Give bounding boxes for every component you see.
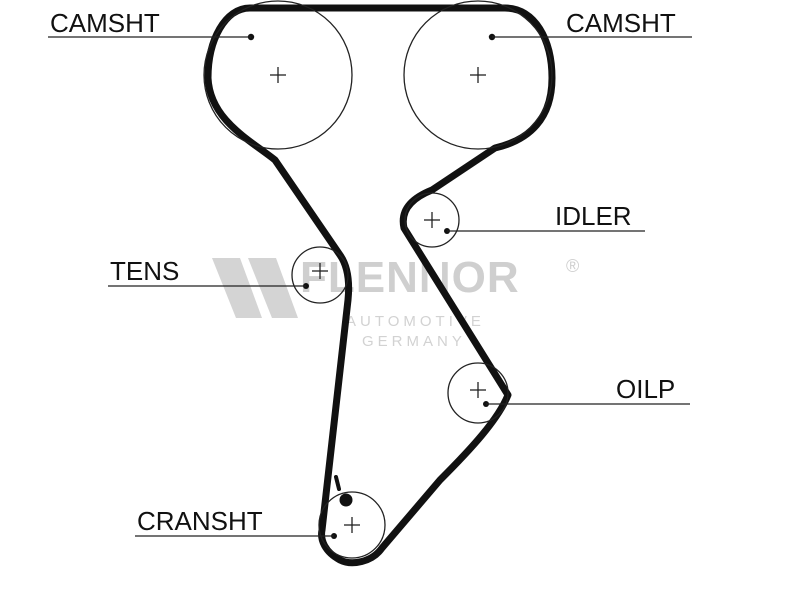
crankshaft-pulley (318, 475, 386, 559)
watermark-logo-mark (212, 258, 298, 318)
watermark-line-1: AUTOMOTIVE (346, 313, 485, 330)
label-idler: IDLER (555, 201, 632, 231)
timing-belt (204, 4, 556, 567)
crankshaft-reference-mark (334, 475, 341, 491)
idler-pulley (404, 192, 460, 248)
label-oil-pump: OILP (616, 374, 675, 404)
label-camshaft-left: CAMSHT (50, 8, 160, 38)
watermark-line-2: GERMANY (362, 333, 466, 350)
crankshaft-timing-mark (339, 493, 353, 507)
watermark-brand: FLENNOR (300, 253, 520, 302)
watermark-registered-mark: ® (566, 256, 579, 276)
leader-lines (48, 36, 692, 537)
label-camshaft-right: CAMSHT (566, 8, 676, 38)
oil-pump-pulley (447, 362, 509, 424)
camshaft-pulley-right (403, 0, 553, 150)
label-tensioner: TENS (110, 256, 179, 286)
label-crankshaft: CRANSHT (137, 506, 263, 536)
camshaft-pulley-left (203, 0, 353, 150)
watermark: FLENNOR ® AUTOMOTIVE GERMANY (212, 253, 579, 350)
